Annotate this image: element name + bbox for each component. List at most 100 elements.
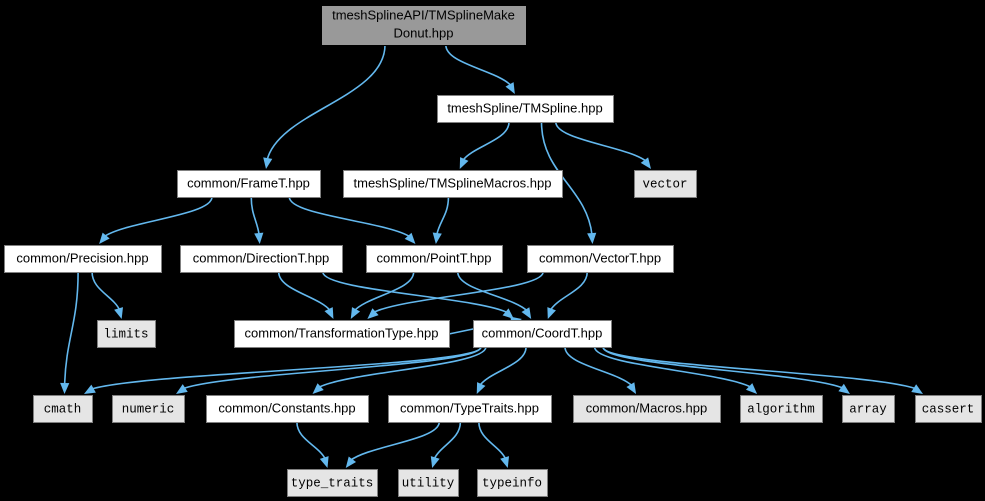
- arrowhead-coordt-to-constants: [312, 383, 324, 394]
- arrowhead-tmspline-to-vectort: [587, 232, 597, 244]
- edge-coordt-to-array: [602, 346, 851, 395]
- node-type_traits[interactable]: type_traits: [287, 469, 378, 497]
- node-box-algorithm[interactable]: [740, 395, 823, 423]
- node-precision[interactable]: common/Precision.hpp: [4, 245, 162, 273]
- arrowhead-tmspline-to-tmsmacros: [459, 157, 469, 169]
- arrowhead-typetraits-to-type_traits: [345, 456, 357, 468]
- node-label-typetraits: common/TypeTraits.hpp: [400, 400, 539, 415]
- node-label-root-line1: tmeshSplineAPI/TMSplineMake: [332, 7, 515, 22]
- node-label-directiont: common/DirectionT.hpp: [193, 250, 330, 265]
- node-typeinfo[interactable]: typeinfo: [477, 469, 548, 497]
- node-label-array: array: [849, 402, 887, 416]
- edge-vectort-to-transftype: [366, 271, 544, 320]
- arrowhead-framet-to-pointt: [404, 232, 416, 244]
- node-array[interactable]: array: [842, 395, 895, 423]
- edge-root-to-tmspline: [445, 44, 516, 95]
- node-box-tmspline[interactable]: [437, 95, 614, 123]
- arrowhead-typetraits-to-typeinfo: [500, 456, 510, 468]
- node-box-cassert[interactable]: [915, 395, 982, 423]
- node-box-pointt[interactable]: [366, 245, 503, 273]
- arrowhead-pointt-to-transftype: [350, 307, 361, 319]
- edge-tmsmacros-to-pointt: [435, 196, 450, 245]
- node-vector[interactable]: vector: [634, 170, 697, 198]
- node-box-cmath[interactable]: [33, 395, 93, 423]
- node-numeric[interactable]: numeric: [112, 395, 185, 423]
- node-layer: tmeshSplineAPI/TMSplineMakeDonut.hpptmes…: [4, 5, 982, 497]
- node-box-root[interactable]: [321, 5, 527, 46]
- arrowhead-coordt-to-algorithm: [745, 383, 758, 394]
- node-constants[interactable]: common/Constants.hpp: [206, 395, 369, 423]
- node-box-framet[interactable]: [177, 170, 321, 198]
- edge-coordt-to-constants: [311, 346, 487, 395]
- node-vectort[interactable]: common/VectorT.hpp: [527, 245, 674, 273]
- node-label-numeric: numeric: [122, 402, 175, 416]
- edge-constants-to-type_traits: [296, 421, 329, 469]
- node-transftype[interactable]: common/TransformationType.hpp: [234, 320, 450, 348]
- node-utility[interactable]: utility: [398, 469, 459, 497]
- node-box-limits[interactable]: [97, 320, 156, 348]
- node-directiont[interactable]: common/DirectionT.hpp: [180, 245, 343, 273]
- arrowhead-root-to-framet: [263, 157, 273, 169]
- arrowhead-coordt-to-numeric: [176, 384, 188, 394]
- node-typetraits[interactable]: common/TypeTraits.hpp: [388, 395, 552, 423]
- edge-typetraits-to-type_traits: [344, 421, 441, 469]
- arrowhead-directiont-to-transftype: [324, 307, 334, 319]
- node-macros[interactable]: common/Macros.hpp: [573, 395, 721, 423]
- edge-coordt-to-numeric: [175, 346, 482, 395]
- node-limits[interactable]: limits: [97, 320, 156, 348]
- arrowhead-framet-to-precision: [99, 232, 110, 244]
- node-box-directiont[interactable]: [180, 245, 343, 273]
- node-label-precision: common/Precision.hpp: [16, 250, 148, 265]
- node-box-typetraits[interactable]: [388, 395, 552, 423]
- node-pointt[interactable]: common/PointT.hpp: [366, 245, 503, 273]
- node-box-array[interactable]: [842, 395, 895, 423]
- arrowhead-precision-to-cmath: [60, 382, 70, 394]
- edge-layer: [60, 44, 924, 469]
- node-box-type_traits[interactable]: [287, 469, 378, 497]
- node-algorithm[interactable]: algorithm: [740, 395, 823, 423]
- node-tmspline[interactable]: tmeshSpline/TMSpline.hpp: [437, 95, 614, 123]
- edge-pointt-to-coordt: [456, 271, 532, 320]
- arrowhead-pointt-to-coordt: [521, 307, 532, 319]
- node-box-vectort[interactable]: [527, 245, 674, 273]
- node-label-framet: common/FrameT.hpp: [187, 175, 310, 190]
- node-tmsmacros[interactable]: tmeshSpline/TMSplineMacros.hpp: [343, 170, 563, 198]
- arrowhead-framet-to-directiont: [254, 232, 264, 244]
- node-label-utility: utility: [402, 476, 455, 490]
- node-box-typeinfo[interactable]: [477, 469, 548, 497]
- arrowhead-coordt-to-cassert: [911, 384, 923, 394]
- node-label-type_traits: type_traits: [291, 476, 374, 490]
- node-box-utility[interactable]: [398, 469, 459, 497]
- node-box-constants[interactable]: [206, 395, 369, 423]
- edge-root-to-framet: [265, 44, 386, 170]
- arrowhead-tmspline-to-vector: [640, 157, 651, 169]
- node-box-macros[interactable]: [573, 395, 721, 423]
- arrowhead-root-to-tmspline: [505, 82, 515, 94]
- edge-framet-to-directiont: [250, 196, 261, 245]
- node-label-vectort: common/VectorT.hpp: [539, 250, 661, 265]
- arrowhead-vectort-to-coordt: [547, 307, 556, 319]
- node-box-vector[interactable]: [634, 170, 697, 198]
- edge-coordt-to-macros: [564, 346, 637, 395]
- node-box-transftype[interactable]: [234, 320, 450, 348]
- arrowhead-tmsmacros-to-pointt: [432, 232, 442, 244]
- node-box-precision[interactable]: [4, 245, 162, 273]
- node-cassert[interactable]: cassert: [915, 395, 982, 423]
- node-label-cmath: cmath: [44, 402, 82, 416]
- edge-precision-to-cmath: [63, 271, 79, 395]
- edge-pointt-to-transftype: [349, 271, 415, 320]
- node-label-tmspline: tmeshSpline/TMSpline.hpp: [447, 100, 602, 115]
- node-coordt[interactable]: common/CoordT.hpp: [473, 320, 612, 348]
- node-box-tmsmacros[interactable]: [343, 170, 563, 198]
- edge-coordt-to-typetraits: [475, 346, 527, 395]
- node-box-coordt[interactable]: [473, 320, 612, 348]
- node-box-numeric[interactable]: [112, 395, 185, 423]
- node-label-constants: common/Constants.hpp: [218, 400, 355, 415]
- edge-vectort-to-coordt: [547, 271, 589, 320]
- node-label-cassert: cassert: [922, 402, 975, 416]
- node-cmath[interactable]: cmath: [33, 395, 93, 423]
- node-framet[interactable]: common/FrameT.hpp: [177, 170, 321, 198]
